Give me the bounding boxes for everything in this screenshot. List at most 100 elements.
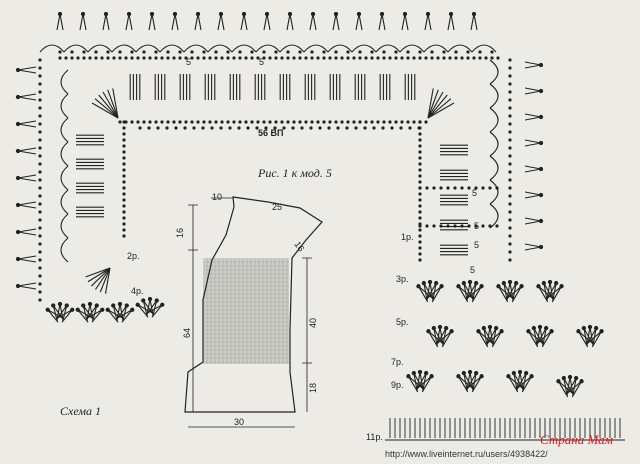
chain-dot — [406, 56, 410, 60]
chain-dot — [38, 154, 42, 158]
chain-dot — [418, 174, 422, 178]
chain-dot — [425, 186, 429, 190]
row-label-9: 9р. — [391, 380, 404, 390]
fan-spike — [17, 147, 37, 155]
chain-dot — [58, 50, 62, 54]
chain-dot — [508, 106, 512, 110]
picot-dot — [449, 329, 454, 334]
chain-dot — [418, 180, 422, 184]
chain-dot — [208, 120, 212, 124]
chain-dot — [64, 56, 68, 60]
picot-dot — [456, 374, 461, 379]
right-fan-spikes — [524, 61, 544, 251]
chain-dot — [388, 120, 392, 124]
chain-dot — [424, 56, 428, 60]
picot-dot — [126, 11, 132, 17]
chain-dot — [418, 258, 422, 262]
chain-label: 56 ВП — [258, 128, 283, 138]
fan-spike — [194, 13, 202, 31]
chain-dot — [346, 120, 350, 124]
picot-dot — [15, 121, 21, 127]
chain-dot — [166, 50, 170, 54]
picot-dot — [424, 370, 429, 376]
scallop-arc — [399, 44, 425, 53]
repeat-number-6: 5 — [470, 265, 475, 275]
chain-dot — [190, 120, 194, 124]
picot-dot — [15, 94, 21, 100]
chain-dot — [406, 120, 410, 124]
chain-dot — [508, 58, 512, 62]
picot-dot — [587, 324, 593, 330]
picot-dot — [356, 11, 362, 17]
chain-dot — [178, 50, 182, 54]
picot-dot — [124, 303, 129, 308]
picot-dot — [501, 280, 506, 286]
chain-dot — [354, 126, 358, 130]
top-scallop-row — [39, 44, 497, 53]
fan-spike — [217, 13, 225, 31]
scallop-arc — [60, 117, 69, 143]
chain-dot — [210, 126, 214, 130]
fan-spike — [524, 217, 542, 225]
chain-dot — [394, 120, 398, 124]
scallop-arc — [231, 44, 257, 53]
scallop-arc — [471, 44, 497, 53]
chain-dot — [432, 186, 436, 190]
double-crochet-stitch — [95, 267, 111, 290]
chain-dot — [202, 120, 206, 124]
chain-dot — [160, 120, 164, 124]
chain-dot — [38, 298, 42, 302]
fan-spike — [102, 13, 110, 31]
chain-dot — [370, 50, 374, 54]
chain-dot — [122, 138, 126, 142]
double-crochet-stitch — [102, 91, 119, 119]
picot-dot — [411, 370, 416, 376]
chain-dot — [322, 50, 326, 54]
watermark: Страна Мам — [540, 432, 613, 447]
chain-dot — [262, 56, 266, 60]
picot-dot — [218, 11, 224, 17]
chain-dot — [38, 282, 42, 286]
chain-dot — [136, 120, 140, 124]
chain-dot — [292, 120, 296, 124]
picot-dot — [15, 202, 21, 208]
chain-dot — [488, 224, 492, 228]
scallop-arc — [423, 44, 449, 53]
chain-dot — [418, 252, 422, 256]
fan-spike — [524, 191, 542, 199]
chain-dot — [226, 120, 230, 124]
scallop-arc — [60, 141, 69, 167]
double-crochet-stitch — [104, 267, 111, 294]
picot-dot — [333, 11, 339, 17]
chain-dot — [124, 56, 128, 60]
scallop-arc — [303, 44, 329, 53]
picot-dot — [57, 11, 63, 17]
chain-dot — [122, 120, 126, 124]
chain-dot — [309, 126, 313, 130]
chain-dot — [481, 224, 485, 228]
picot-dot — [57, 301, 63, 307]
picot-dot — [514, 280, 519, 286]
fan-spike — [470, 13, 478, 31]
chain-dot — [418, 240, 422, 244]
chain-dot — [273, 126, 277, 130]
chain-dot — [118, 120, 122, 124]
scallop-arc — [63, 44, 89, 53]
chain-dot — [376, 120, 380, 124]
dim-shoulder: 16 — [175, 228, 185, 238]
scallop-arc — [489, 179, 499, 205]
dim-top-left: 10 — [212, 192, 222, 202]
chain-dot — [417, 126, 421, 130]
scallop-arc — [489, 59, 499, 85]
chain-dot — [318, 126, 322, 130]
dim-middle: 40 — [308, 318, 318, 328]
chain-dot — [508, 82, 512, 86]
double-crochet-stitch — [427, 94, 448, 119]
chain-dot — [118, 50, 122, 54]
picot-dot — [172, 11, 178, 17]
fan-spike — [17, 228, 37, 236]
chain-dot — [201, 126, 205, 130]
picot-dot — [519, 284, 524, 289]
